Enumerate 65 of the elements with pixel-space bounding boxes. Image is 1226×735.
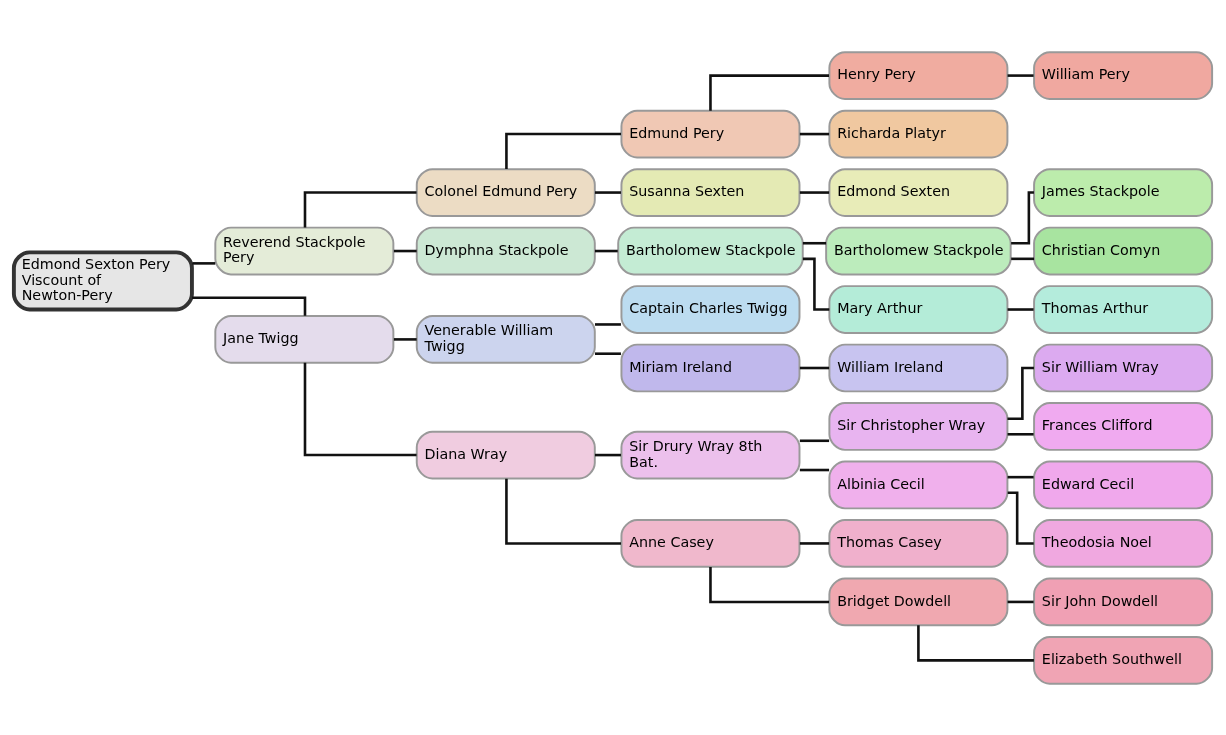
node-box: Richarda Platyr — [828, 109, 1009, 158]
connector — [917, 624, 1034, 662]
node-box: Christian Comyn — [1033, 226, 1214, 275]
connector — [1007, 600, 1034, 603]
node-box: William Pery — [1033, 50, 1214, 100]
connector — [594, 190, 621, 194]
connector — [799, 366, 830, 369]
node-box: Miriam Ireland — [620, 343, 801, 392]
node-box: Bartholomew Stackpole — [825, 226, 1012, 275]
node-box: Sir John Dowdell — [1033, 577, 1214, 626]
connector — [709, 566, 829, 603]
connector — [594, 453, 621, 456]
connector — [1007, 366, 1034, 420]
node-box: Venerable William Twigg — [415, 314, 596, 364]
node-box: Mary Arthur — [828, 284, 1009, 334]
node-box: Captain Charles Twigg — [620, 284, 801, 334]
connector — [505, 132, 621, 169]
node-box: Sir William Wray — [1033, 343, 1214, 392]
connector — [594, 322, 621, 326]
node-box: Thomas Arthur — [1033, 284, 1214, 334]
node-box: Elizabeth Southwell — [1033, 635, 1214, 685]
node-box: Dymphna Stackpole — [415, 226, 596, 275]
connector — [303, 362, 417, 456]
node-box: Theodosia Noel — [1033, 518, 1214, 568]
connector — [393, 337, 417, 341]
connector — [1011, 257, 1035, 260]
connector — [393, 249, 417, 252]
connector — [192, 261, 216, 265]
node-box: Frances Clifford — [1033, 401, 1214, 451]
connector — [802, 257, 830, 311]
connector — [1007, 475, 1034, 478]
node-box: Edward Cecil — [1033, 460, 1214, 509]
node-box: Henry Pery — [828, 50, 1009, 100]
node-box: Edmond Sexten — [828, 167, 1009, 217]
node-box: Edmond Sexton Pery Viscount of Newton-Pery — [11, 249, 194, 311]
connector — [799, 132, 830, 135]
connector — [594, 351, 621, 355]
node-box: Diana Wray — [415, 430, 596, 479]
connector — [1007, 432, 1034, 436]
connector — [505, 478, 621, 545]
connector — [799, 438, 830, 442]
connector — [799, 541, 830, 545]
connector — [799, 468, 830, 471]
node-box: William Ireland — [828, 343, 1009, 392]
node-box: Sir Drury Wray 8th Bat. — [620, 430, 801, 479]
node-box: James Stackpole — [1033, 167, 1214, 217]
connector — [1007, 307, 1034, 311]
node-box: Susanna Sexten — [620, 167, 801, 217]
connector — [802, 241, 827, 245]
node-box: Edmund Pery — [620, 109, 801, 158]
node-box: Anne Casey — [620, 518, 801, 568]
node-box: Reverend Stackpole Pery — [214, 226, 395, 275]
connector — [303, 190, 417, 228]
node-box: Sir Christopher Wray — [828, 401, 1009, 451]
node-box: Thomas Casey — [828, 518, 1009, 568]
node-box: Albinia Cecil — [828, 460, 1009, 509]
node-box: Colonel Edmund Pery — [415, 167, 596, 217]
node-box: Bartholomew Stackpole — [617, 226, 804, 275]
connector — [594, 249, 618, 252]
connector — [709, 73, 829, 111]
connector — [799, 190, 830, 194]
connector — [1007, 490, 1034, 545]
connector — [1007, 73, 1034, 77]
node-box: Bridget Dowdell — [828, 577, 1009, 626]
node-box: Jane Twigg — [214, 314, 395, 364]
